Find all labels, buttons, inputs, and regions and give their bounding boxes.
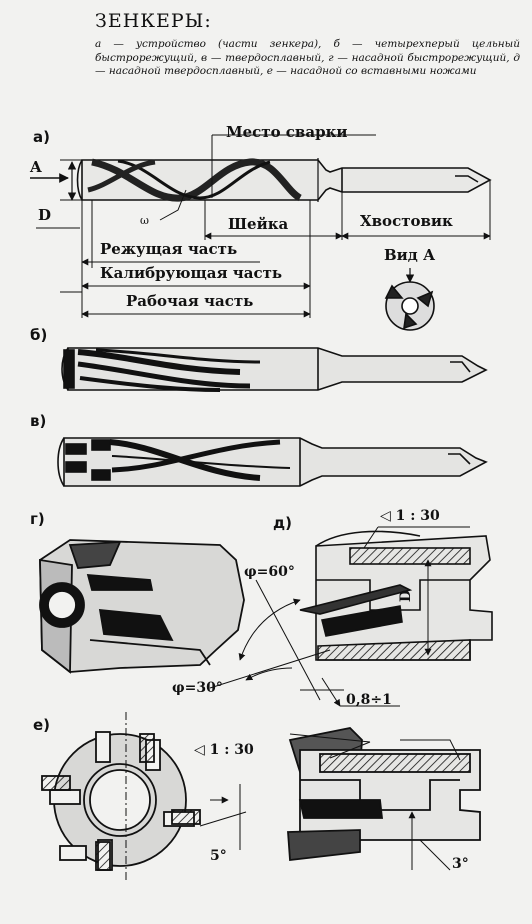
label-range-0-8-1: 0,8÷1	[346, 692, 392, 708]
figure-caption: а — устройство (части зенкера), б — четы…	[95, 38, 520, 77]
label-calibrating-part: Калибрующая часть	[100, 264, 283, 282]
label-arrow-a: A	[30, 158, 42, 176]
label-angle-5: 5°	[210, 848, 227, 864]
label-phi-60: φ=60°	[244, 564, 295, 580]
label-angle-3: 3°	[452, 856, 469, 872]
label-diameter-d-section: D	[398, 589, 415, 603]
countersink-parts-drawing	[30, 134, 492, 331]
inserted-blade-countersink-drawing	[41, 712, 481, 880]
label-neck: Шейка	[228, 215, 289, 233]
panel-label-v: в)	[30, 412, 47, 430]
label-view-a: Вид А	[384, 246, 436, 264]
label-taper-e: ◁ 1 : 30	[194, 742, 254, 758]
panel-label-g: г)	[30, 510, 45, 528]
shell-hss-countersink-drawing	[39, 539, 245, 674]
label-working-part: Рабочая часть	[126, 292, 254, 310]
label-phi-30: φ=30°	[172, 680, 223, 696]
carbide-countersink-drawing	[57, 437, 488, 487]
panel-label-e: е)	[33, 716, 51, 734]
panel-label-a: а)	[33, 128, 50, 146]
label-weld-place: Место сварки	[226, 123, 348, 141]
four-flute-countersink-drawing	[61, 347, 488, 392]
shell-carbide-section-drawing	[209, 526, 493, 707]
panel-label-d: д)	[273, 514, 292, 532]
panel-label-b: б)	[30, 326, 48, 344]
label-omega: ω	[140, 214, 149, 227]
label-taper-d: ◁ 1 : 30	[380, 508, 440, 524]
label-diameter-d: D	[38, 206, 52, 224]
label-shank: Хвостовик	[360, 212, 453, 230]
page-title: ЗЕНКЕРЫ:	[95, 10, 212, 32]
label-cutting-part: Режущая часть	[100, 240, 238, 258]
